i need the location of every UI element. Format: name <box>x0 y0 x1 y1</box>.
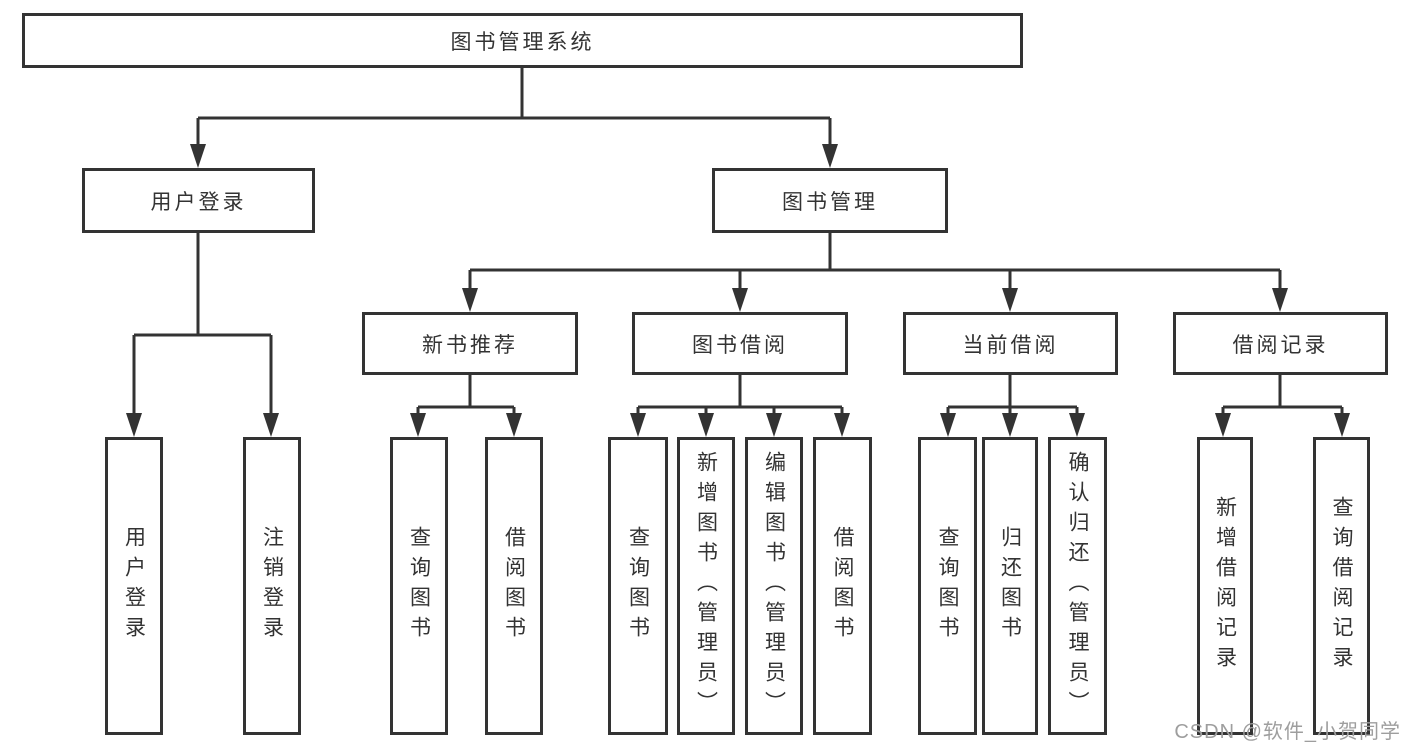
node-library-management-system: 图书管理系统 <box>22 13 1023 68</box>
node-book-management: 图书管理 <box>712 168 948 233</box>
leaf-query-books-current: 查询图书 <box>918 437 977 735</box>
arrow-down-icon <box>834 413 850 437</box>
leaf-query-books-recommend: 查询图书 <box>390 437 448 735</box>
arrow-down-icon <box>462 288 478 312</box>
node-label: 用户登录 <box>150 190 247 214</box>
arrow-down-icon <box>766 413 782 437</box>
node-book-borrowing: 图书借阅 <box>632 312 848 375</box>
arrow-down-icon <box>940 413 956 437</box>
arrow-down-icon <box>1069 413 1085 437</box>
arrow-down-icon <box>1334 413 1350 437</box>
node-borrowing-records: 借阅记录 <box>1173 312 1388 375</box>
node-label: 借阅记录 <box>1232 333 1329 357</box>
arrow-down-icon <box>698 413 714 437</box>
arrow-down-icon <box>410 413 426 437</box>
leaf-query-borrowing-record: 查询借阅记录 <box>1313 437 1370 735</box>
arrow-down-icon <box>822 144 838 168</box>
leaf-edit-books-admin: 编辑图书（管理员） <box>745 437 803 735</box>
node-label: 图书借阅 <box>692 333 788 357</box>
node-label: 图书管理系统 <box>450 30 595 54</box>
arrow-down-icon <box>263 413 279 437</box>
leaf-query-books-borrowing: 查询图书 <box>608 437 668 735</box>
node-label: 当前借阅 <box>962 333 1059 357</box>
node-label: 新增借阅记录 <box>1213 496 1237 676</box>
node-label: 查询图书 <box>936 526 959 646</box>
node-label: 借阅图书 <box>502 526 526 646</box>
arrow-down-icon <box>1215 413 1231 437</box>
arrow-down-icon <box>732 288 748 312</box>
arrow-down-icon <box>1002 288 1018 312</box>
node-label: 用户登录 <box>122 526 146 646</box>
arrow-down-icon <box>1002 413 1018 437</box>
arrow-down-icon <box>506 413 522 437</box>
node-label: 注销登录 <box>260 526 284 646</box>
node-label: 归还图书 <box>998 526 1022 646</box>
leaf-confirm-return-admin: 确认归还（管理员） <box>1048 437 1107 735</box>
arrow-down-icon <box>1272 288 1288 312</box>
node-user-login: 用户登录 <box>82 168 315 233</box>
node-label: 新书推荐 <box>422 333 518 357</box>
leaf-add-borrowing-record: 新增借阅记录 <box>1197 437 1253 735</box>
node-label: 确认归还（管理员） <box>1066 451 1089 721</box>
leaf-user-login: 用户登录 <box>105 437 163 735</box>
leaf-borrow-books: 借阅图书 <box>813 437 872 735</box>
node-label: 图书管理 <box>782 190 878 214</box>
node-label: 编辑图书（管理员） <box>762 451 786 721</box>
leaf-logout: 注销登录 <box>243 437 301 735</box>
node-current-borrowing: 当前借阅 <box>903 312 1118 375</box>
node-label: 查询借阅记录 <box>1330 496 1353 676</box>
arrow-down-icon <box>126 413 142 437</box>
leaf-add-books-admin: 新增图书（管理员） <box>677 437 735 735</box>
node-new-book-recommendation: 新书推荐 <box>362 312 578 375</box>
node-label: 新增图书（管理员） <box>694 451 718 721</box>
arrow-down-icon <box>190 144 206 168</box>
leaf-return-books: 归还图书 <box>982 437 1038 735</box>
leaf-borrow-books-recommend: 借阅图书 <box>485 437 543 735</box>
csdn-watermark: CSDN @软件_小贺同学 <box>1174 721 1401 743</box>
node-label: 查询图书 <box>407 526 431 646</box>
node-label: 借阅图书 <box>831 526 854 646</box>
arrow-down-icon <box>630 413 646 437</box>
node-label: 查询图书 <box>626 526 650 646</box>
